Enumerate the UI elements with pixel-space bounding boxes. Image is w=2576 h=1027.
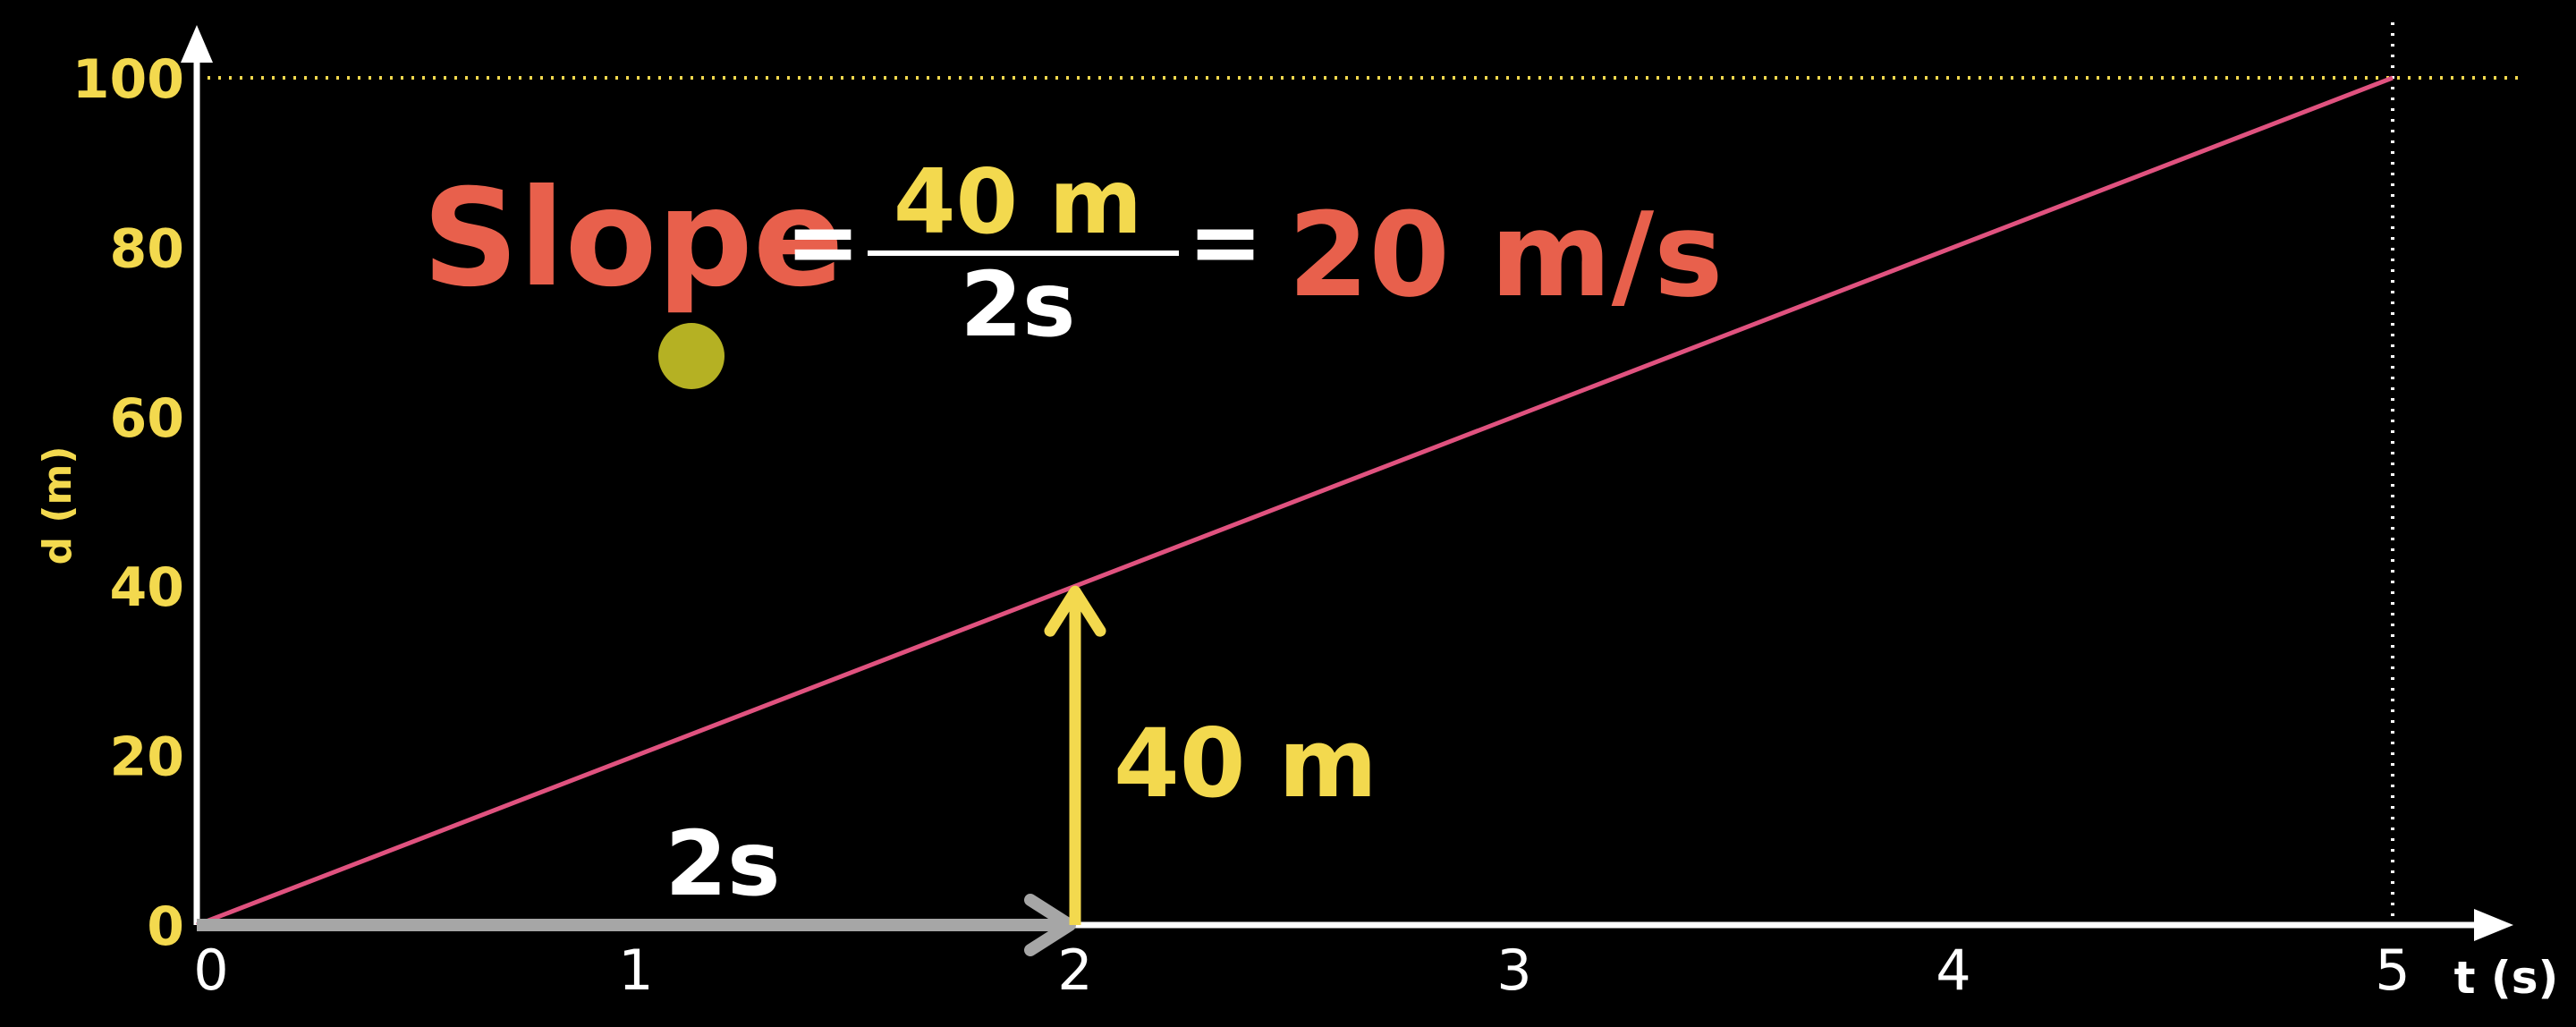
x-tick-label-3: 3: [1496, 938, 1531, 1003]
x-tick-label-4: 4: [1936, 938, 1970, 1003]
slope-word: Slope: [422, 161, 844, 317]
fraction-denominator: 2s: [960, 252, 1075, 357]
y-tick-label-100: 100: [72, 48, 184, 111]
y-tick-label-80: 80: [110, 217, 185, 280]
rise-run-arrows: [197, 585, 1106, 956]
run-label: 2s: [665, 811, 780, 916]
y-tick-label-20: 20: [110, 726, 185, 789]
x-tick-label-5: 5: [2375, 938, 2410, 1003]
y-tick-label-60: 60: [110, 387, 185, 450]
x-tick-labels: 0 1 2 3 4 5: [193, 938, 2410, 1003]
fraction-numerator: 40 m: [894, 149, 1142, 254]
reference-lines: [197, 22, 2522, 925]
data-series: [196, 75, 2394, 928]
rise-label: 40 m: [1114, 709, 1377, 819]
equals-sign-2: =: [1188, 190, 1263, 294]
slope-result: 20 m/s: [1288, 187, 1723, 323]
rise-arrow-head: [1044, 585, 1106, 637]
cursor-highlight-dot: [658, 323, 724, 389]
y-tick-labels: 0 20 40 60 80 100: [72, 48, 184, 958]
x-tick-label-0: 0: [193, 938, 228, 1003]
series-line: [196, 75, 2394, 928]
y-tick-label-0: 0: [147, 895, 184, 958]
x-axis-arrowhead: [2474, 909, 2513, 941]
y-axis-label: d (m): [35, 446, 80, 565]
equals-sign-1: =: [785, 190, 860, 294]
slope-equation: Slope = 40 m 2s = 20 m/s: [422, 149, 1723, 357]
y-tick-label-40: 40: [110, 556, 185, 619]
x-axis-label: t (s): [2454, 952, 2559, 1004]
x-tick-label-1: 1: [618, 938, 653, 1003]
y-axis-arrowhead: [181, 25, 213, 63]
x-tick-label-2: 2: [1057, 938, 1092, 1003]
